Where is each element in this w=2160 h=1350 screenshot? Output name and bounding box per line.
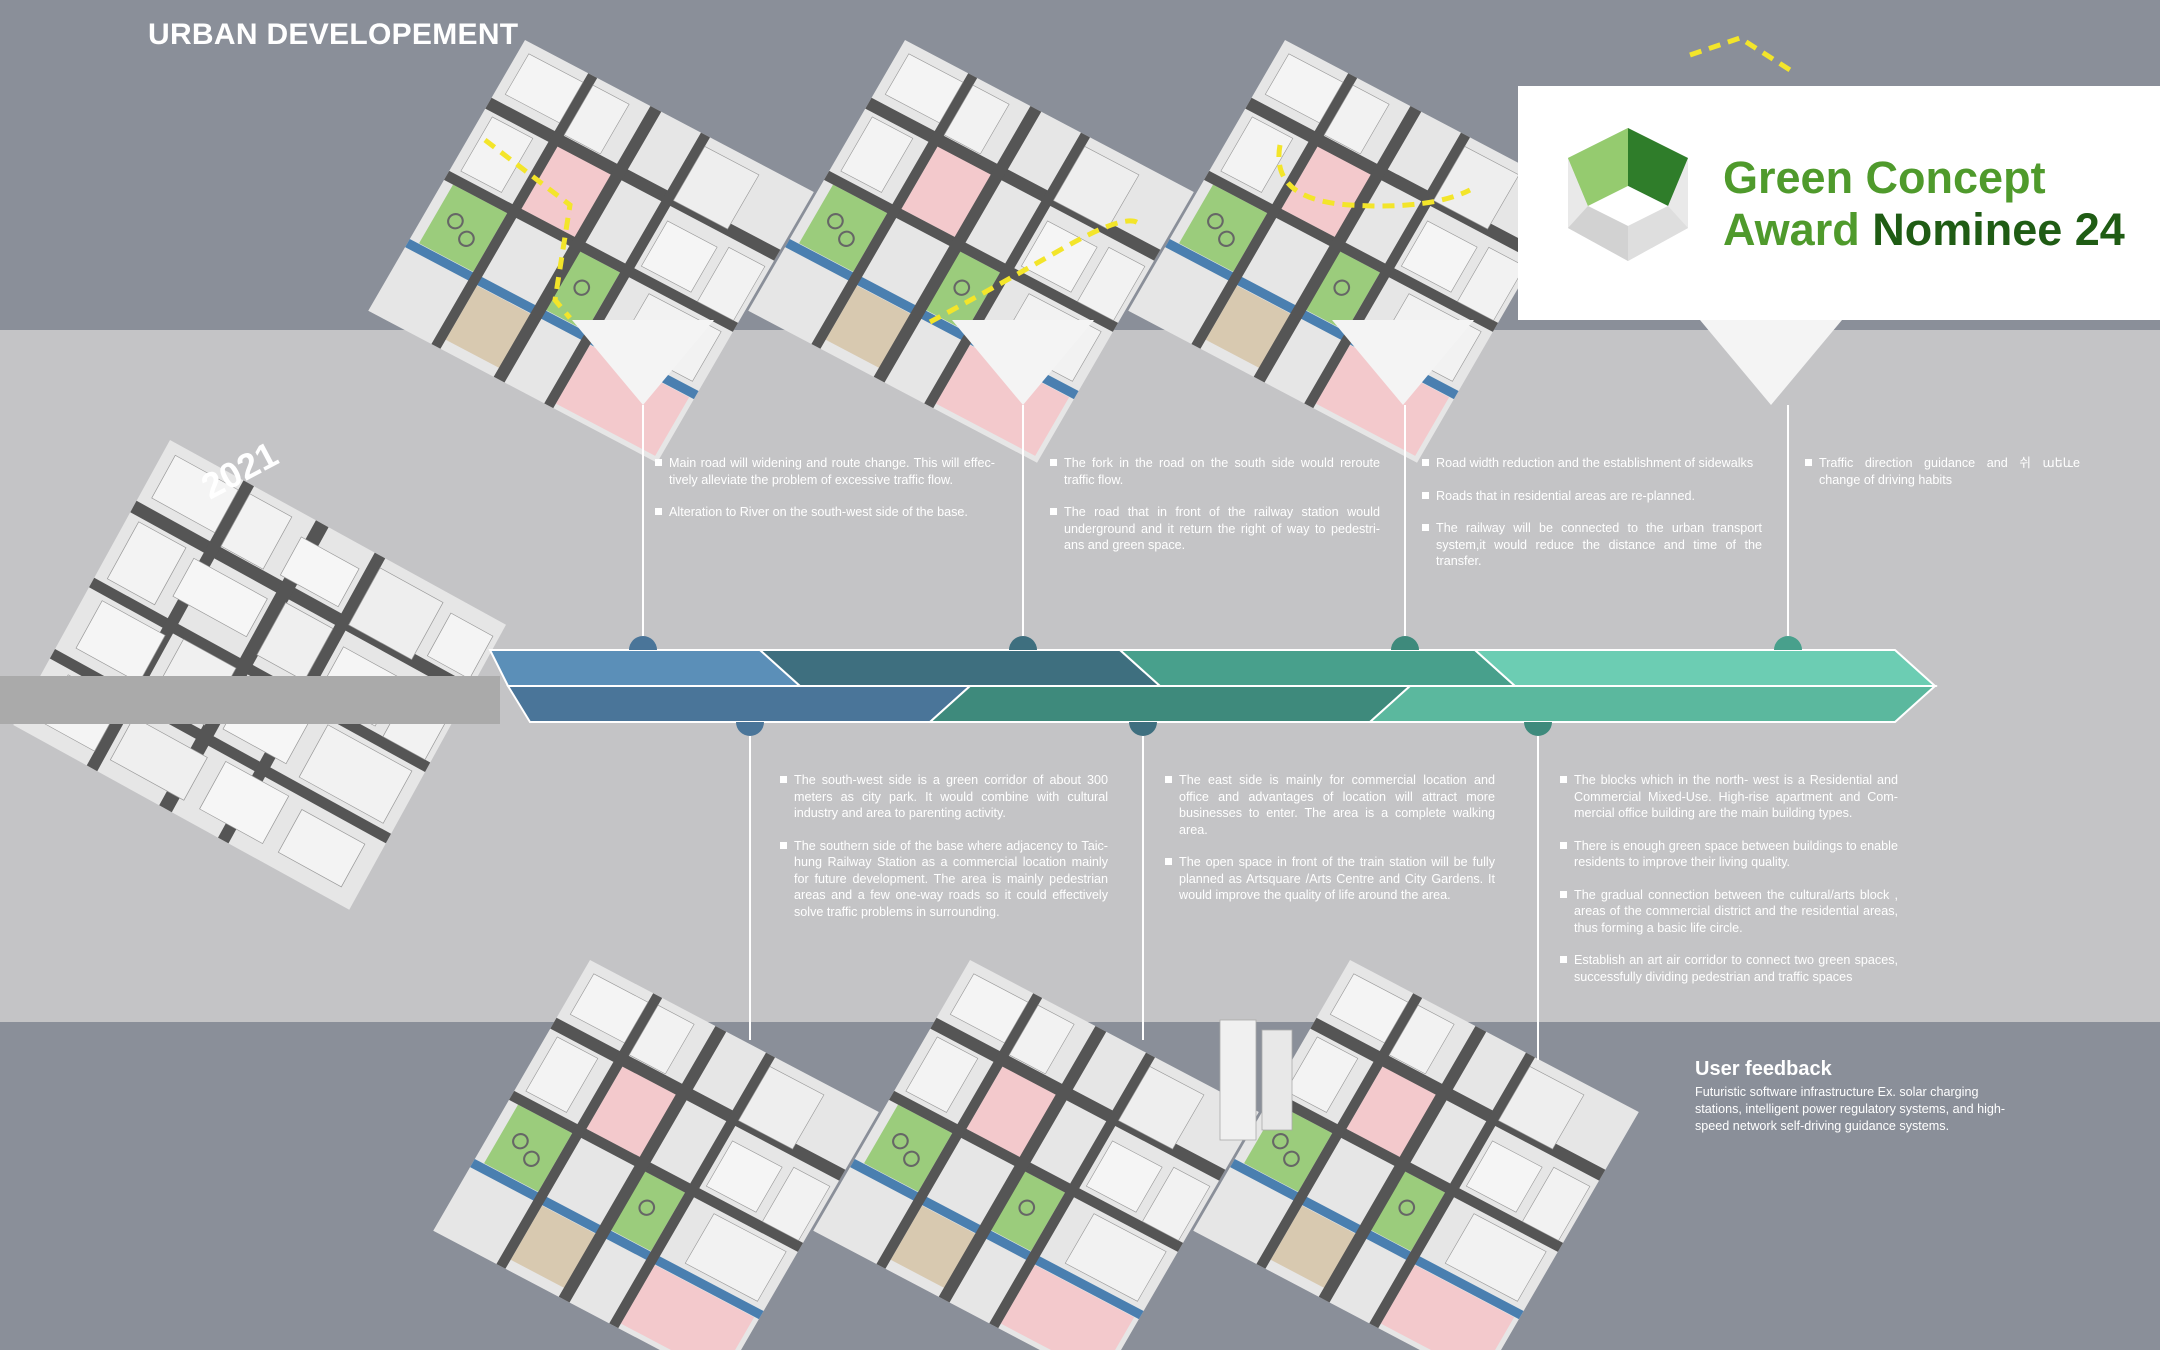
timeline-nodes: [629, 636, 1802, 736]
top-note-3: Road width reduction and the establishme…: [1422, 455, 1762, 586]
route-highlight-3: [1276, 144, 1472, 209]
top-note-4: Traffic direction guidance and 쉬 աեևe ch…: [1805, 455, 2080, 504]
bullet: There is enough green space between buil…: [1560, 838, 1898, 871]
tile-base-3: [1332, 320, 1474, 405]
bullet: Roads that in residential areas are re-p…: [1422, 488, 1762, 505]
arrow-lower-seg-2: [927, 685, 1413, 723]
bullet: The road that in front of the railway st…: [1050, 504, 1380, 554]
bottom-note-3: The blocks which in the north- west is a…: [1560, 772, 1898, 1001]
arrow-lower-seg-3: [1367, 685, 1938, 723]
award-line-1: Green Concept: [1723, 152, 2046, 203]
arrow-upper-seg-4: [1472, 649, 1938, 687]
bullet: The south-west side is a green corridor …: [780, 772, 1108, 822]
top-stage-map-1: [368, 40, 814, 463]
connector-lines: [642, 405, 1789, 1060]
bullet: The southern side of the base where adja…: [780, 838, 1108, 921]
bullet: Alteration to River on the south-west si…: [655, 504, 995, 521]
tower-1: [1219, 1019, 1257, 1141]
arrow-lower-seg-1: [506, 685, 973, 723]
award-nominee: Nominee 24: [1872, 204, 2125, 255]
bullet: Main road will widening and route change…: [655, 455, 995, 488]
bullet: The railway will be connected to the urb…: [1422, 520, 1762, 570]
bullet: Establish an art air corridor to connect…: [1560, 952, 1898, 985]
tower-2: [1261, 1029, 1293, 1131]
bullet: The gradual connection between the cultu…: [1560, 887, 1898, 937]
user-feedback-title: User feedback: [1695, 1058, 1832, 1080]
arrow-upper-seg-2: [757, 649, 1163, 687]
top-stage-map-3: [1128, 40, 1574, 463]
bullet: The open space in front of the train sta…: [1165, 854, 1495, 904]
top-note-1: Main road will widening and route change…: [655, 455, 995, 537]
route-highlight-4: [1689, 35, 1792, 73]
bottom-note-2: The east side is mainly for commercial l…: [1165, 772, 1495, 920]
bullet: The blocks which in the north- west is a…: [1560, 772, 1898, 822]
award-word: Award: [1723, 204, 1860, 255]
page-title: URBAN DEVELOPEMENT: [148, 18, 519, 51]
award-badge: Green Concept Award Nominee 24: [1518, 86, 2160, 320]
tile-base-2: [952, 320, 1094, 405]
bottom-note-1: The south-west side is a green corridor …: [780, 772, 1108, 936]
bottom-stage-map-3: [1193, 960, 1639, 1350]
bullet: Road width reduction and the establishme…: [1422, 455, 1762, 472]
award-line-2: Award Nominee 24: [1723, 204, 2125, 256]
award-logo-icon: [1568, 128, 1688, 261]
user-feedback-text: Futuristic software infrastructure Ex. s…: [1695, 1085, 2006, 1133]
bottom-stage-map-1: [433, 960, 879, 1350]
route-highlight-2: [928, 218, 1143, 325]
timeline-arrow: [488, 649, 1938, 723]
left-bar: [0, 676, 500, 724]
bullet: Traffic direction guidance and 쉬 աեևe ch…: [1805, 455, 2080, 488]
bottom-stage-map-2: [813, 960, 1259, 1350]
base-map-2021: [13, 440, 506, 910]
top-note-2: The fork in the road on the south side w…: [1050, 455, 1380, 570]
arrow-upper-seg-3: [1117, 649, 1518, 687]
tile-base-4: [1700, 320, 1842, 405]
top-stage-map-2: [748, 40, 1194, 463]
bullet: The fork in the road on the south side w…: [1050, 455, 1380, 488]
tile-base-1: [572, 320, 714, 405]
arrow-upper-seg-1: [488, 649, 803, 687]
bullet: The east side is mainly for commercial l…: [1165, 772, 1495, 838]
